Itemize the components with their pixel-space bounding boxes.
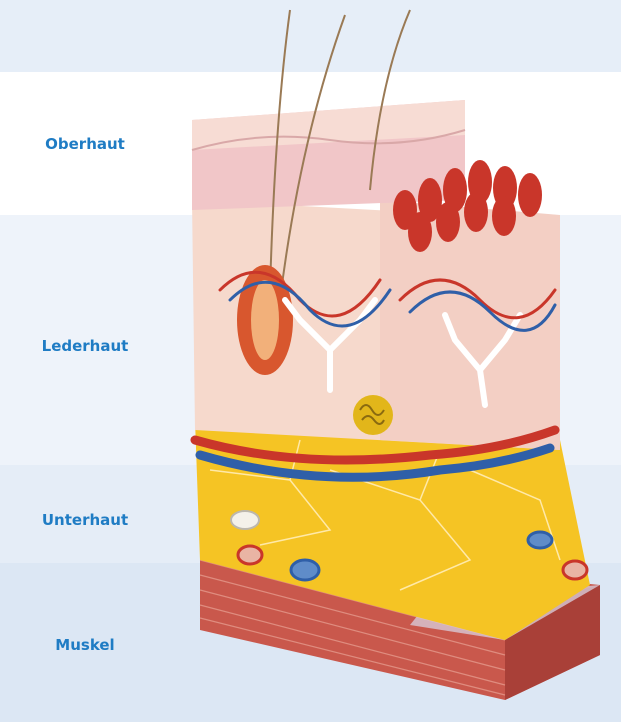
sweat-gland bbox=[353, 395, 393, 435]
